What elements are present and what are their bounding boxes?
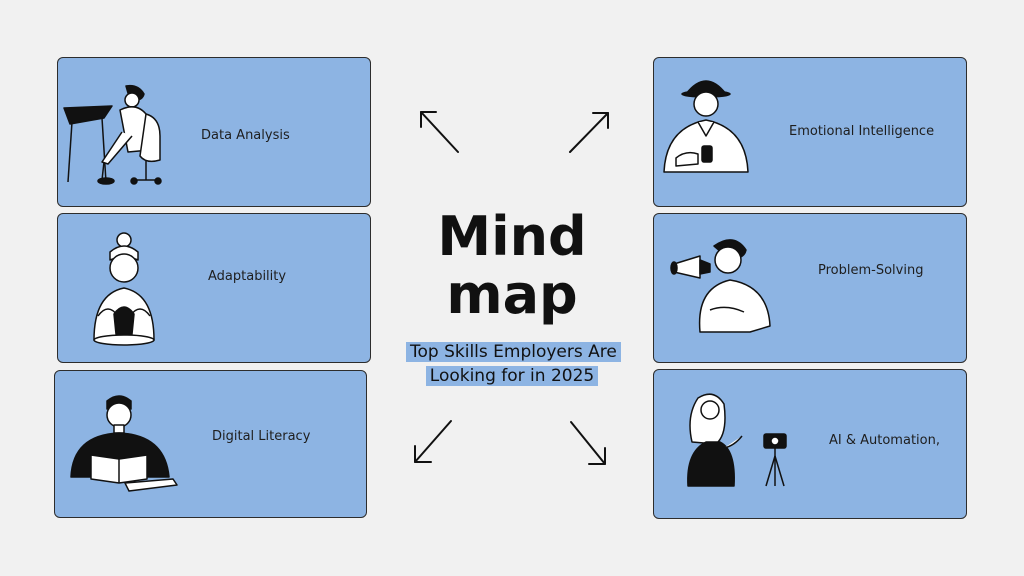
skill-label: Digital Literacy [212,429,311,444]
skill-card-problem-solving: Problem-Solving [653,213,967,363]
skill-label: Data Analysis [201,128,290,143]
skill-label: Emotional Intelligence [789,124,935,139]
skill-card-adaptability: Adaptability [57,213,371,363]
arrow-up-right-icon [569,112,609,153]
skill-card-digital-literacy: Digital Literacy [54,370,367,518]
person-with-megaphone-icon [670,239,771,333]
title-line-1: Mind [437,205,587,268]
title-line-2: map [446,263,578,326]
person-pottery-wheel-icon [93,232,155,346]
mind-map-title: Mind map [392,208,632,324]
arrow-down-right-icon [570,421,606,465]
person-with-camera-tripod-icon [687,393,787,487]
skill-card-data-analysis: Data Analysis [57,57,371,207]
arrow-up-left-icon [420,111,459,153]
mind-map-subtitle: Top Skills Employers Are Looking for in … [406,340,621,388]
subtitle-text: Top Skills Employers Are Looking for in … [406,342,621,386]
skill-label: Problem-Solving [818,263,924,278]
skill-label: AI & Automation, [829,433,940,448]
person-at-drafting-table-icon [63,84,162,185]
skill-label: Adaptability [208,269,287,284]
arrow-down-left-icon [414,420,452,463]
person-reading-book-icon [70,395,178,492]
person-with-hat-phone-icon [663,80,749,173]
skill-card-ai-automation: AI & Automation, [653,369,967,519]
skill-card-emotional-intelligence: Emotional Intelligence [653,57,967,207]
